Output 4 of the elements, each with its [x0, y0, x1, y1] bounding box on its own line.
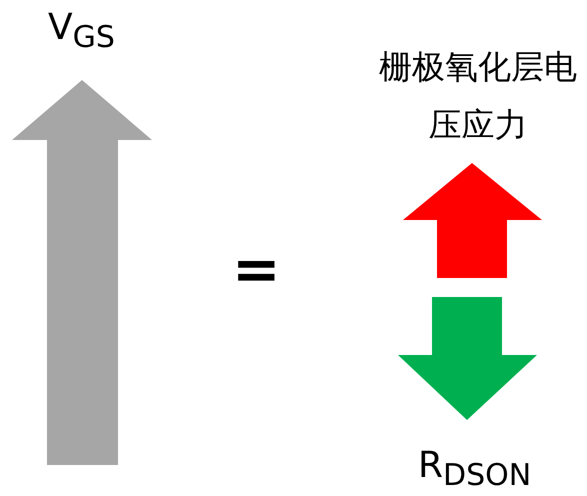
voltage-label: V$_{GS}$	[48, 8, 115, 54]
equals-sign: =	[232, 238, 281, 302]
resistance-label: R$_{DSON}$	[418, 446, 532, 492]
stress-label: 栅极氧化层电压应力	[378, 46, 578, 146]
